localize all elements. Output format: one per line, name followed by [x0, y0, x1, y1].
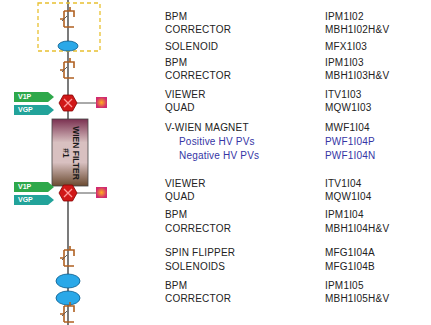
pv-name: MFG1I04A — [325, 247, 375, 259]
pv-name: MBH1I04H&V — [325, 223, 389, 235]
pv-name: MWF1I04 — [325, 122, 370, 134]
pv-name: PWF1I04P — [325, 136, 375, 148]
device-name: SOLENOIDS — [165, 261, 225, 273]
pv-tag: VGP — [14, 195, 54, 205]
device-name: CORRECTOR — [165, 24, 231, 36]
pv-name: ITV1I04 — [325, 178, 361, 190]
device-name: Negative HV PVs — [179, 150, 259, 162]
pv-name: MBH1I05H&V — [325, 293, 389, 305]
tag-text: V1P — [14, 182, 54, 192]
tag-text: VGP — [14, 105, 54, 115]
device-name: SPIN FLIPPER — [165, 247, 235, 259]
pv-name: MBH1I02H&V — [325, 24, 389, 36]
device-name: CORRECTOR — [165, 70, 231, 82]
pv-name: IPM1I03 — [325, 57, 364, 69]
device-name: Positive HV PVs — [179, 136, 255, 148]
device-name: BPM — [165, 11, 187, 23]
tag-text: V1P — [14, 92, 54, 102]
pv-name: IPM1I05 — [325, 280, 364, 292]
tag-text: VGP — [14, 195, 54, 205]
device-name: VIEWER — [165, 178, 206, 190]
pv-tag: V1P — [14, 182, 54, 192]
pv-name: IPM1I04 — [325, 209, 364, 221]
device-name: CORRECTOR — [165, 293, 231, 305]
pv-name: MQW1I04 — [325, 191, 371, 203]
device-name: QUAD — [165, 102, 195, 114]
pv-name: MFX1I03 — [325, 41, 367, 53]
device-name: CORRECTOR — [165, 223, 231, 235]
wien-text: WIEN FILTER #1 — [60, 123, 80, 182]
pv-name: MBH1I03H&V — [325, 70, 389, 82]
pv-name: PWF1I04N — [325, 150, 376, 162]
device-name: QUAD — [165, 191, 195, 203]
device-name: V-WIEN MAGNET — [165, 122, 249, 134]
device-name: BPM — [165, 280, 187, 292]
device-name: SOLENOID — [165, 41, 218, 53]
pv-name: IPM1I02 — [325, 11, 364, 23]
pv-name: ITV1I03 — [325, 89, 361, 101]
pv-name: MFG1I04B — [325, 261, 375, 273]
device-name: BPM — [165, 57, 187, 69]
device-name: BPM — [165, 209, 187, 221]
wien-filter-box: WIEN FILTER #1 — [52, 119, 88, 186]
pv-name: MQW1I03 — [325, 102, 371, 114]
device-name: VIEWER — [165, 89, 206, 101]
pv-tag: V1P — [14, 92, 54, 102]
pv-tag: VGP — [14, 105, 54, 115]
